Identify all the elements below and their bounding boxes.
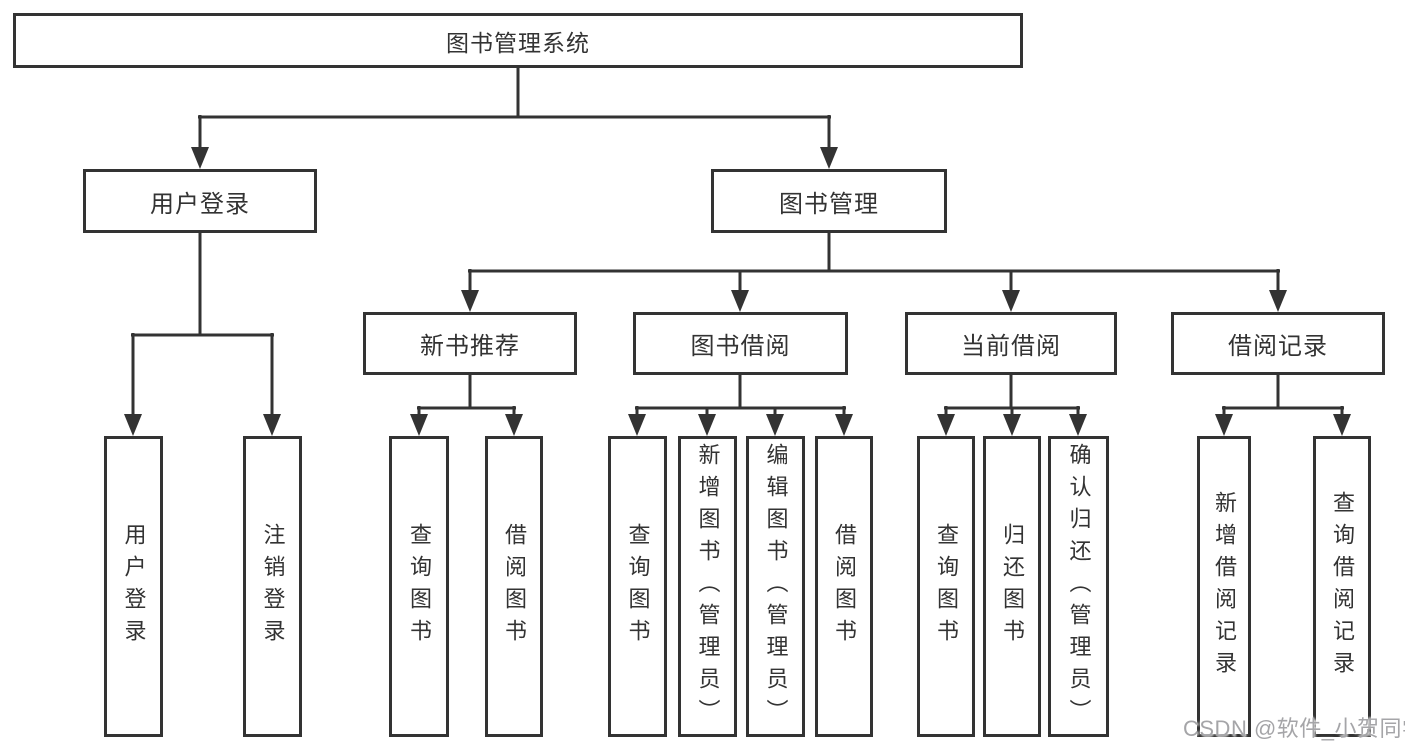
arrowhead-icon (263, 414, 281, 436)
node-book-borrowing: 图书借阅 (633, 312, 848, 375)
watermark: CSDN @软件_小贺同学 (1183, 716, 1405, 741)
arrowhead-icon (1269, 290, 1287, 312)
leaf-newbook-query-books: 查询图书 (389, 436, 449, 737)
arrowhead-icon (698, 414, 716, 436)
node-new-book-recommend-label: 新书推荐 (420, 333, 520, 360)
leaf-borrowing-query-books: 查询图书 (608, 436, 667, 737)
leaf-newbook-query-books-label: 查询图书 (407, 522, 432, 651)
leaf-current-query-books: 查询图书 (917, 436, 975, 737)
leaf-newbook-borrow-books: 借阅图书 (485, 436, 543, 737)
leaf-records-add-record: 新增借阅记录 (1197, 436, 1251, 737)
arrowhead-icon (820, 147, 838, 169)
node-book-borrowing-label: 图书借阅 (690, 333, 791, 360)
arrowhead-icon (937, 414, 955, 436)
leaf-current-confirm-return-admin: 确认归还（管理员） (1048, 436, 1109, 737)
node-borrowing-records-label: 借阅记录 (1228, 333, 1328, 360)
arrowhead-icon (1215, 414, 1233, 436)
arrowhead-icon (505, 414, 523, 436)
node-borrowing-records: 借阅记录 (1171, 312, 1385, 375)
node-root-label: 图书管理系统 (446, 29, 590, 56)
leaf-borrowing-edit-books-admin: 编辑图书（管理员） (746, 436, 805, 737)
leaf-user-login-label: 用户登录 (121, 522, 147, 651)
leaf-user-login: 用户登录 (104, 436, 163, 737)
arrowhead-icon (410, 414, 428, 436)
leaf-records-query-record-label: 查询借阅记录 (1330, 490, 1355, 683)
leaf-borrowing-add-books-admin-label: 新增图书（管理员） (695, 442, 721, 731)
arrowhead-icon (1069, 414, 1087, 436)
arrowhead-icon (191, 147, 209, 169)
arrowhead-icon (628, 414, 646, 436)
arrowhead-icon (1003, 414, 1021, 436)
leaf-borrowing-borrow-books: 借阅图书 (815, 436, 873, 737)
leaf-current-confirm-return-admin-label: 确认归还（管理员） (1066, 442, 1092, 731)
leaf-current-return-books: 归还图书 (983, 436, 1041, 737)
leaf-borrowing-borrow-books-label: 借阅图书 (832, 522, 857, 651)
leaf-logout: 注销登录 (243, 436, 302, 737)
tree-edges (131, 68, 1344, 418)
leaf-borrowing-query-books-label: 查询图书 (625, 522, 651, 651)
leaf-borrowing-add-books-admin: 新增图书（管理员） (678, 436, 737, 737)
node-new-book-recommend: 新书推荐 (363, 312, 577, 375)
arrowhead-icon (1333, 414, 1351, 436)
leaf-newbook-borrow-books-label: 借阅图书 (502, 522, 527, 651)
arrowhead-icon (766, 414, 784, 436)
node-book-management: 图书管理 (711, 169, 947, 233)
node-book-management-label: 图书管理 (779, 190, 879, 218)
arrowhead-icon (835, 414, 853, 436)
leaf-records-query-record: 查询借阅记录 (1313, 436, 1371, 737)
node-current-borrowing-label: 当前借阅 (961, 333, 1061, 360)
arrowhead-icon (461, 290, 479, 312)
leaf-current-query-books-label: 查询图书 (934, 522, 959, 651)
leaf-borrowing-edit-books-admin-label: 编辑图书（管理员） (763, 442, 789, 731)
arrowhead-icon (124, 414, 142, 436)
node-user-login: 用户登录 (83, 169, 317, 233)
leaf-current-return-books-label: 归还图书 (1000, 522, 1025, 651)
leaf-records-add-record-label: 新增借阅记录 (1212, 490, 1237, 683)
leaf-logout-label: 注销登录 (260, 522, 286, 651)
node-user-login-label: 用户登录 (150, 190, 250, 218)
arrowhead-icon (731, 290, 749, 312)
arrowhead-icon (1002, 290, 1020, 312)
node-root: 图书管理系统 (13, 13, 1023, 68)
node-current-borrowing: 当前借阅 (905, 312, 1117, 375)
